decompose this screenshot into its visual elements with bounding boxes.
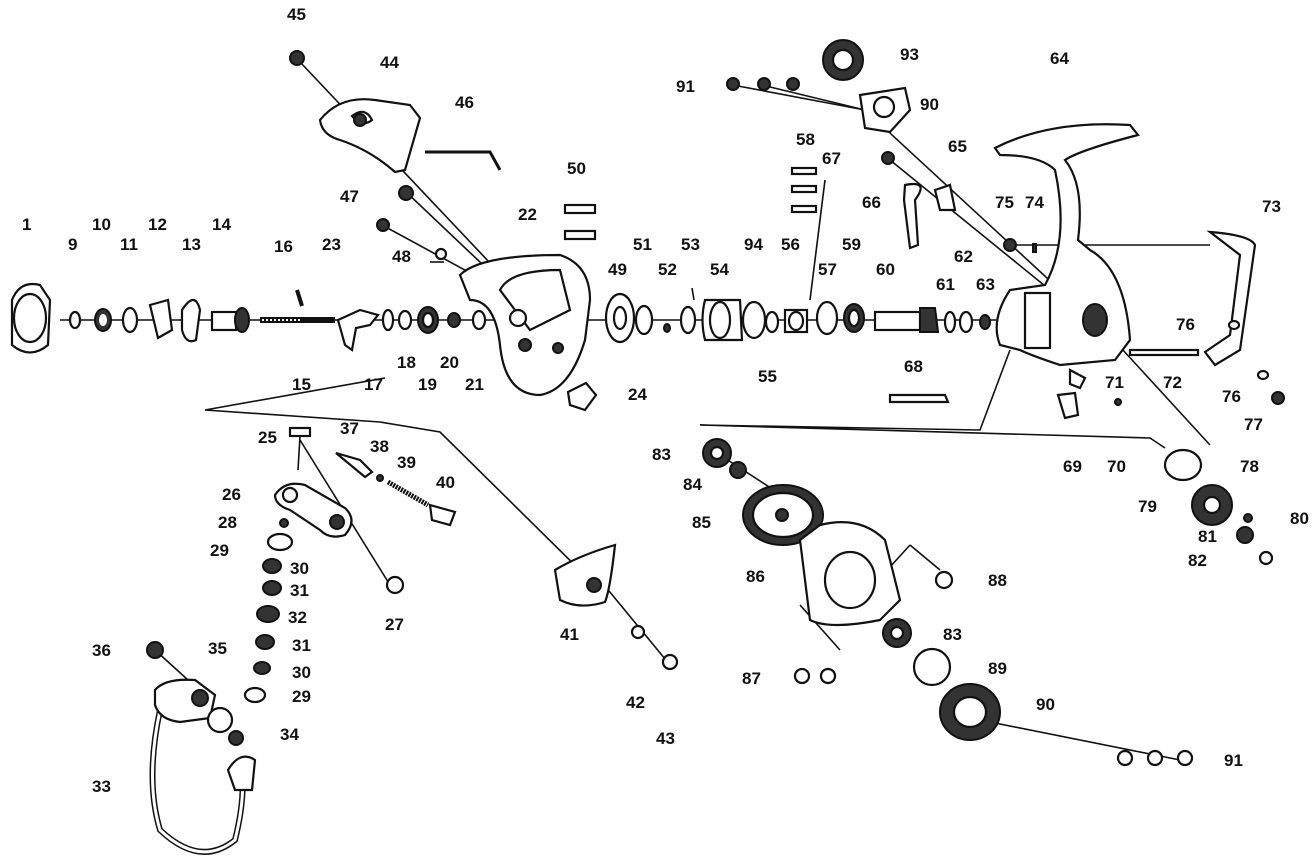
label-part: 90 <box>920 95 939 114</box>
label-part: 42 <box>626 693 645 712</box>
label-part: 31 <box>290 581 309 600</box>
label-part: 69 <box>1063 457 1082 476</box>
label-part: 21 <box>465 375 484 394</box>
label-part: 39 <box>397 453 416 472</box>
label-part: 78 <box>1240 457 1259 476</box>
label-part: 80 <box>1290 509 1309 528</box>
label-part: 47 <box>340 187 359 206</box>
label-part: 82 <box>1188 551 1207 570</box>
label-part: 59 <box>842 235 861 254</box>
label-part: 48 <box>392 247 411 266</box>
label-part: 49 <box>608 260 627 279</box>
label-part: 55 <box>758 367 777 386</box>
label-part: 10 <box>92 215 111 234</box>
label-part: 34 <box>280 725 299 744</box>
label-part: 89 <box>988 659 1007 678</box>
label-part: 66 <box>862 193 881 212</box>
label-part: 11 <box>120 235 138 254</box>
label-part: 43 <box>656 729 675 748</box>
label-part: 14 <box>212 215 231 234</box>
label-part: 51 <box>633 235 652 254</box>
label-part: 40 <box>436 473 455 492</box>
label-part: 54 <box>710 260 729 279</box>
label-part: 15 <box>292 375 311 394</box>
label-part: 45 <box>287 5 306 24</box>
label-part: 31 <box>292 636 311 655</box>
label-part: 71 <box>1105 373 1124 392</box>
label-part: 50 <box>567 159 586 178</box>
label-part: 24 <box>628 385 647 404</box>
label-part: 22 <box>518 205 537 224</box>
label-part: 29 <box>210 541 229 560</box>
label-part: 86 <box>746 567 765 586</box>
label-part: 25 <box>258 428 277 447</box>
label-part: 75 <box>995 193 1014 212</box>
label-part: 93 <box>900 45 919 64</box>
label-part: 26 <box>222 485 241 504</box>
label-part: 83 <box>943 625 962 644</box>
label-part: 19 <box>418 375 437 394</box>
label-part: 88 <box>988 571 1007 590</box>
label-part: 30 <box>290 559 309 578</box>
label-part: 74 <box>1025 193 1044 212</box>
label-part: 85 <box>692 513 711 532</box>
label-part: 16 <box>274 237 293 256</box>
label-part: 63 <box>976 275 995 294</box>
label-part: 33 <box>92 777 111 796</box>
label-part: 56 <box>781 235 800 254</box>
label-part: 90 <box>1036 695 1055 714</box>
label-part: 44 <box>380 53 399 72</box>
label-part: 83 <box>652 445 671 464</box>
label-part: 41 <box>560 625 579 644</box>
label-part: 28 <box>218 513 237 532</box>
label-part: 35 <box>208 639 227 658</box>
label-part: 76 <box>1222 387 1241 406</box>
label-part: 27 <box>385 615 404 634</box>
label-part: 37 <box>340 419 359 438</box>
label-part: 38 <box>370 437 389 456</box>
label-part: 73 <box>1262 197 1281 216</box>
label-part: 70 <box>1107 457 1126 476</box>
label-part: 65 <box>948 137 967 156</box>
label-part: 84 <box>683 475 702 494</box>
label-part: 1 <box>22 215 31 234</box>
label-part: 61 <box>936 275 955 294</box>
label-part: 9 <box>68 235 77 254</box>
label-part: 30 <box>292 663 311 682</box>
part-labels: 1 9 10 11 12 13 14 15 16 17 18 19 20 21 … <box>22 5 1309 796</box>
label-part: 36 <box>92 641 111 660</box>
label-part: 23 <box>322 235 341 254</box>
label-part: 12 <box>148 215 167 234</box>
label-part: 72 <box>1163 373 1182 392</box>
label-part: 81 <box>1198 527 1217 546</box>
label-part: 62 <box>954 247 973 266</box>
label-part: 53 <box>681 235 700 254</box>
label-part: 52 <box>658 260 677 279</box>
label-part: 57 <box>818 260 837 279</box>
leader-lines <box>60 61 1211 761</box>
label-part: 32 <box>288 608 307 627</box>
label-part: 94 <box>744 235 763 254</box>
label-part: 58 <box>796 130 815 149</box>
label-part: 87 <box>742 669 761 688</box>
label-part: 76 <box>1176 315 1195 334</box>
label-part: 60 <box>876 260 895 279</box>
label-part: 68 <box>904 357 923 376</box>
label-part: 91 <box>676 77 695 96</box>
label-part: 91 <box>1224 751 1243 770</box>
label-part: 17 <box>364 375 383 394</box>
label-part: 64 <box>1050 49 1069 68</box>
label-part: 46 <box>455 93 474 112</box>
label-part: 79 <box>1138 497 1157 516</box>
label-part: 67 <box>822 149 841 168</box>
label-part: 18 <box>397 353 416 372</box>
label-part: 20 <box>440 353 459 372</box>
label-part: 29 <box>292 687 311 706</box>
label-part: 77 <box>1244 415 1263 434</box>
part-shapes <box>10 39 1285 855</box>
label-part: 13 <box>182 235 201 254</box>
